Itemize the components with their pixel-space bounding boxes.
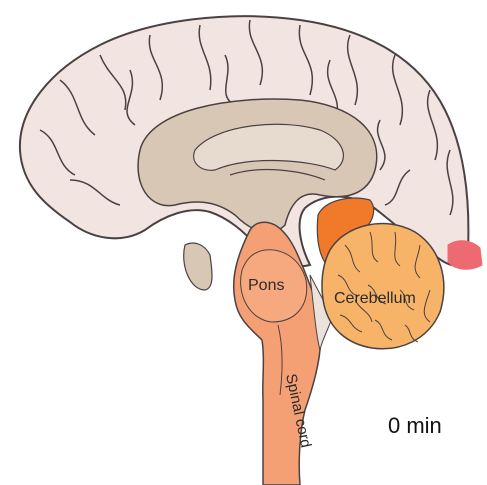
time-label: 0 min (388, 413, 442, 439)
pons-label: Pons (248, 277, 284, 294)
pituitary (184, 243, 212, 290)
occipital-highlight (448, 241, 482, 270)
cerebellum-label: Cerebellum (334, 290, 416, 307)
